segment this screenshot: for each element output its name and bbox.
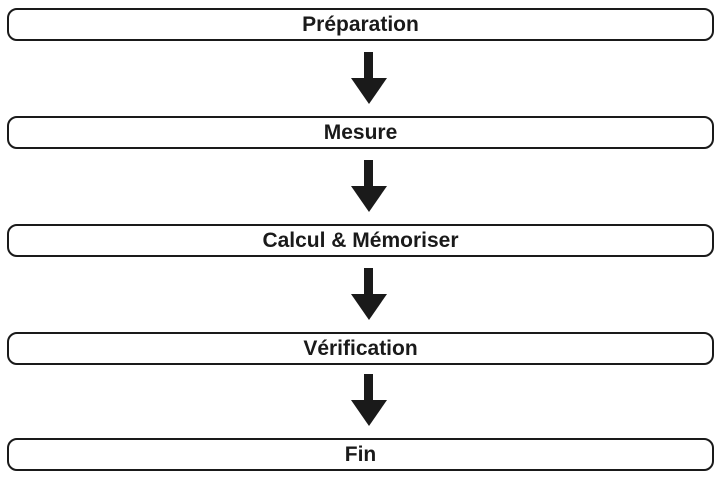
- step-fin: Fin: [7, 438, 714, 471]
- arrow-down-icon-graphic: [351, 160, 387, 212]
- arrow-down-icon: [349, 374, 389, 426]
- arrow-down-icon-graphic: [351, 52, 387, 104]
- step-label-calcul-memoriser: Calcul & Mémoriser: [262, 229, 459, 252]
- step-label-mesure: Mesure: [323, 121, 398, 144]
- step-label-preparation: Préparation: [302, 13, 419, 36]
- arrow-down-icon-graphic: [351, 268, 387, 320]
- step-preparation: Préparation: [7, 8, 714, 41]
- step-mesure: Mesure: [7, 116, 714, 149]
- step-calcul-memoriser: Calcul & Mémoriser: [7, 224, 714, 257]
- arrow-down-icon-graphic: [351, 374, 387, 426]
- step-label-fin: Fin: [344, 443, 377, 466]
- arrow-down-icon: [349, 52, 389, 104]
- arrow-down-icon: [349, 268, 389, 320]
- step-verification: Vérification: [7, 332, 714, 365]
- arrow-down-icon: [349, 160, 389, 212]
- step-label-verification: Vérification: [303, 337, 418, 360]
